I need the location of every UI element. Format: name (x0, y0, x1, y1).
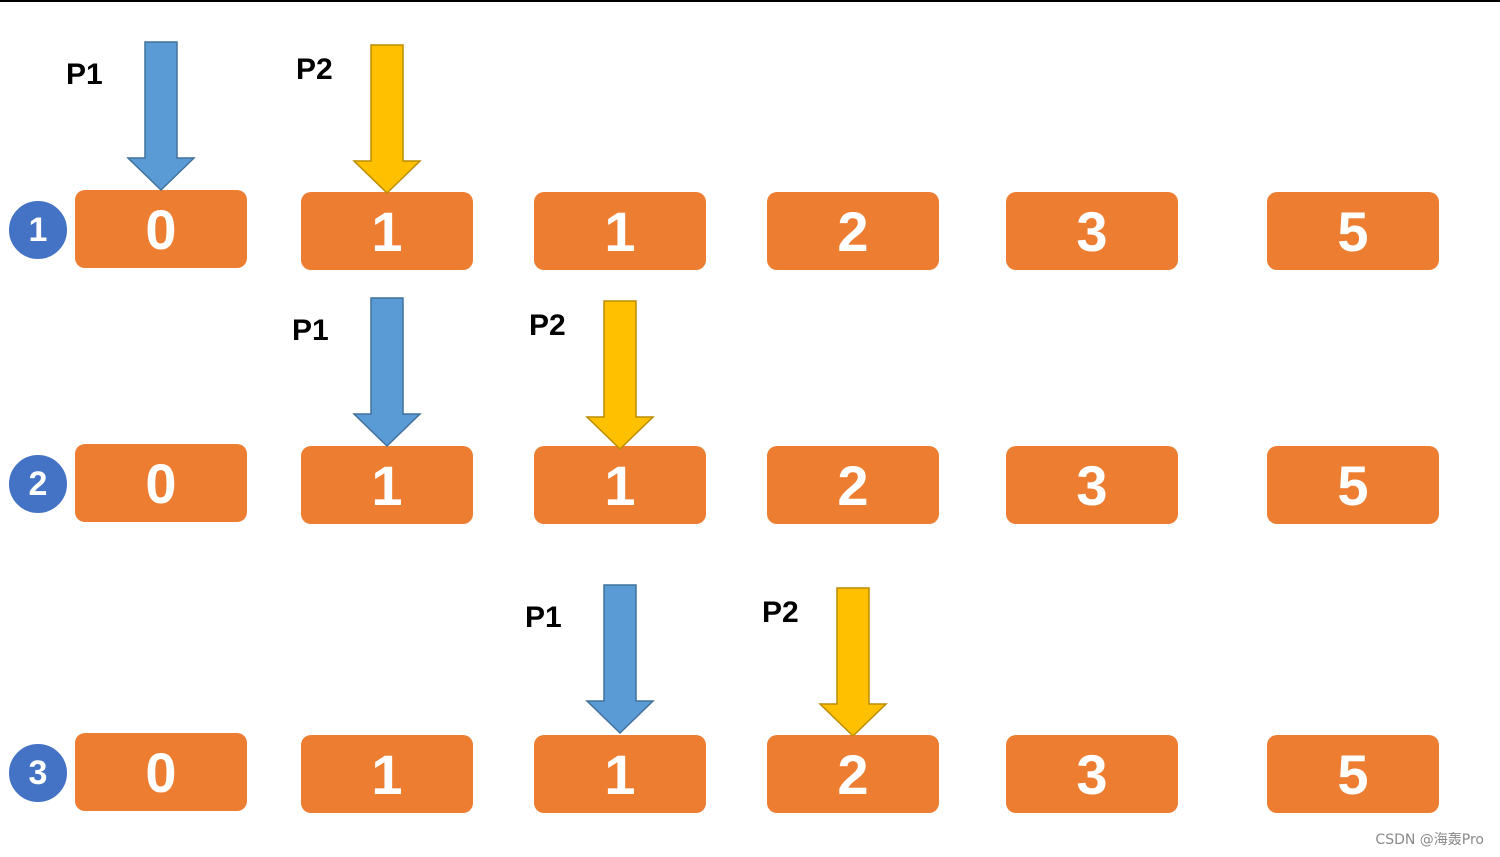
p2-pointer-arrow (818, 587, 888, 738)
array-cell-5: 5 (1267, 735, 1439, 813)
p2-pointer-label: P2 (529, 309, 566, 342)
array-cell-1: 1 (301, 735, 473, 813)
array-cell-0: 0 (75, 733, 247, 811)
p1-pointer-arrow (585, 584, 655, 735)
array-cell-1: 1 (301, 446, 473, 524)
p2-pointer-label: P2 (296, 53, 333, 86)
array-cell-2: 1 (534, 735, 706, 813)
p1-pointer-arrow (352, 297, 422, 448)
top-border-line (0, 0, 1500, 2)
array-cell-4: 3 (1006, 735, 1178, 813)
watermark: CSDN @海轰Pro (1375, 832, 1484, 848)
p2-pointer-arrow-shape (818, 587, 888, 738)
array-cell-3: 2 (767, 446, 939, 524)
p2-pointer-arrow (585, 300, 655, 451)
array-cell-5: 5 (1267, 192, 1439, 270)
p1-pointer-arrow-shape (585, 584, 655, 735)
p2-pointer-arrow-shape (352, 44, 422, 195)
array-cell-0: 0 (75, 190, 247, 268)
array-cell-0: 0 (75, 444, 247, 522)
p1-pointer-arrow (126, 41, 196, 192)
p1-pointer-label: P1 (66, 58, 103, 91)
array-cell-5: 5 (1267, 446, 1439, 524)
p1-pointer-arrow-shape (126, 41, 196, 192)
array-cell-4: 3 (1006, 192, 1178, 270)
p1-pointer-label: P1 (292, 314, 329, 347)
array-cell-2: 1 (534, 192, 706, 270)
step-number-badge: 3 (7, 742, 69, 804)
array-cell-4: 3 (1006, 446, 1178, 524)
p2-pointer-arrow (352, 44, 422, 195)
step-number-badge: 1 (7, 199, 69, 261)
p1-pointer-label: P1 (525, 601, 562, 634)
p2-pointer-label: P2 (762, 596, 799, 629)
array-cell-1: 1 (301, 192, 473, 270)
p1-pointer-arrow-shape (352, 297, 422, 448)
p2-pointer-arrow-shape (585, 300, 655, 451)
array-cell-3: 2 (767, 192, 939, 270)
array-cell-3: 2 (767, 735, 939, 813)
array-cell-2: 1 (534, 446, 706, 524)
step-number-badge: 2 (7, 453, 69, 515)
